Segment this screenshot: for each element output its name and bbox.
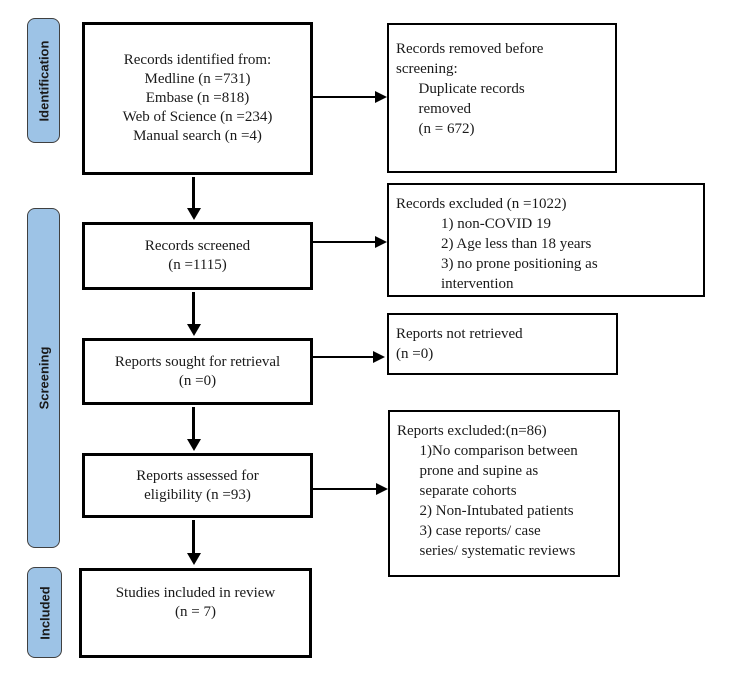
stage-tab-screening: Screening — [27, 208, 60, 548]
box-records-identified-text: Records identified from: Medline (n =731… — [122, 52, 273, 144]
arrow-sought-to-not-retrieved — [313, 356, 373, 358]
box-records-excluded-text: Records excluded (n =1022) 1) non-COVID … — [396, 196, 598, 292]
box-records-removed-before-screening: Records removed before screening: Duplic… — [387, 23, 617, 173]
box-studies-included: Studies included in review (n = 7) — [79, 568, 312, 658]
arrow-screened-to-excluded — [313, 241, 375, 243]
arrow-sought-to-assessed — [192, 407, 195, 439]
stage-tab-screening-label: Screening — [36, 346, 51, 410]
box-records-removed-text: Records removed before screening: Duplic… — [396, 41, 544, 137]
box-reports-excluded: Reports excluded:(n=86) 1)No comparison … — [388, 410, 620, 577]
box-studies-included-text: Studies included in review (n = 7) — [115, 585, 276, 620]
box-reports-sought-retrieval-text: Reports sought for retrieval (n =0) — [114, 353, 281, 389]
box-records-identified: Records identified from: Medline (n =731… — [82, 22, 313, 175]
arrow-identified-to-screened — [192, 177, 195, 208]
box-reports-sought-retrieval: Reports sought for retrieval (n =0) — [82, 338, 313, 405]
box-reports-excluded-text: Reports excluded:(n=86) 1)No comparison … — [397, 423, 578, 559]
box-records-screened: Records screened (n =1115) — [82, 222, 313, 290]
box-reports-not-retrieved: Reports not retrieved (n =0) — [387, 313, 618, 375]
box-reports-assessed-eligibility-text: Reports assessed for eligibility (n =93) — [136, 467, 259, 503]
stage-tab-identification-label: Identification — [36, 40, 51, 121]
arrow-screened-to-sought — [192, 292, 195, 324]
arrow-assessed-to-reports-excluded — [313, 488, 376, 490]
arrow-identified-to-removed — [313, 96, 375, 98]
stage-tab-included-label: Included — [37, 585, 52, 640]
box-records-screened-text: Records screened (n =1115) — [144, 238, 251, 273]
arrow-assessed-to-included — [192, 520, 195, 553]
box-records-excluded: Records excluded (n =1022) 1) non-COVID … — [387, 183, 705, 297]
box-reports-assessed-eligibility: Reports assessed for eligibility (n =93) — [82, 453, 313, 518]
stage-tab-identification: Identification — [27, 18, 60, 143]
stage-tab-included: Included — [27, 567, 62, 658]
box-reports-not-retrieved-text: Reports not retrieved (n =0) — [396, 326, 523, 362]
